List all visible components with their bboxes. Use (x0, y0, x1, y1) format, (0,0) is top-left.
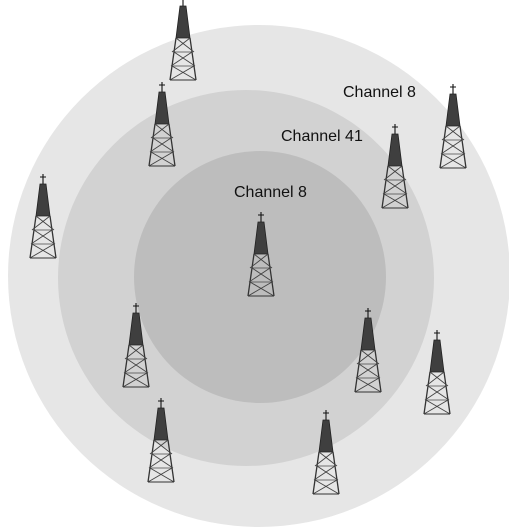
outer-zone-label: Channel 8 (343, 84, 416, 101)
inner-zone-label: Channel 8 (234, 184, 307, 201)
inner-coverage-zone (134, 151, 386, 403)
middle-zone-label: Channel 41 (281, 128, 363, 145)
